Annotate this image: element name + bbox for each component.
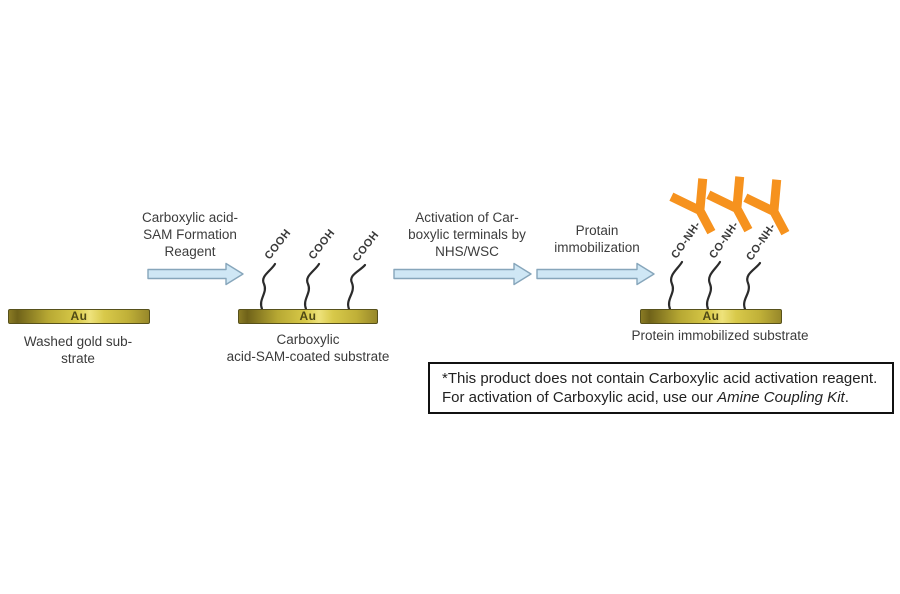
step1-label: Carboxylic acid- SAM Formation Reagent	[141, 210, 239, 259]
footnote-line-2-prefix: For activation of Carboxylic acid, use o…	[442, 389, 718, 406]
footnote-line-1: *This product does not contain Carboxyli…	[442, 370, 878, 387]
antibody-chains-icon	[668, 176, 790, 311]
footnote-line-2: For activation of Carboxylic acid, use o…	[442, 388, 882, 407]
gold-substrate-1-label: Au	[70, 309, 88, 323]
process-arrow-3-icon	[536, 262, 655, 286]
gold-substrate-1: Au	[8, 309, 150, 324]
step3-label: Protain immobilization	[554, 223, 640, 255]
substrate-1-caption: Washed gold sub- strate	[23, 334, 133, 366]
footnote-line-2-product-name: Amine Coupling Kit	[717, 389, 845, 406]
step2-label: Activation of Car- boxylic terminals by …	[408, 210, 526, 259]
gold-substrate-3: Au	[640, 309, 782, 324]
gold-substrate-2: Au	[238, 309, 378, 324]
gold-substrate-3-label: Au	[702, 309, 720, 323]
footnote-box: *This product does not contain Carboxyli…	[428, 362, 894, 414]
footnote-line-2-suffix: .	[844, 389, 849, 406]
gold-substrate-2-label: Au	[299, 309, 317, 323]
process-arrow-2-icon	[393, 262, 532, 286]
substrate-2-caption: Carboxylic acid-SAM-coated substrate	[226, 332, 390, 364]
process-arrow-1-icon	[147, 262, 244, 286]
sam-chains-icon	[260, 262, 367, 311]
substrate-3-caption: Protein immobilized substrate	[631, 328, 809, 343]
